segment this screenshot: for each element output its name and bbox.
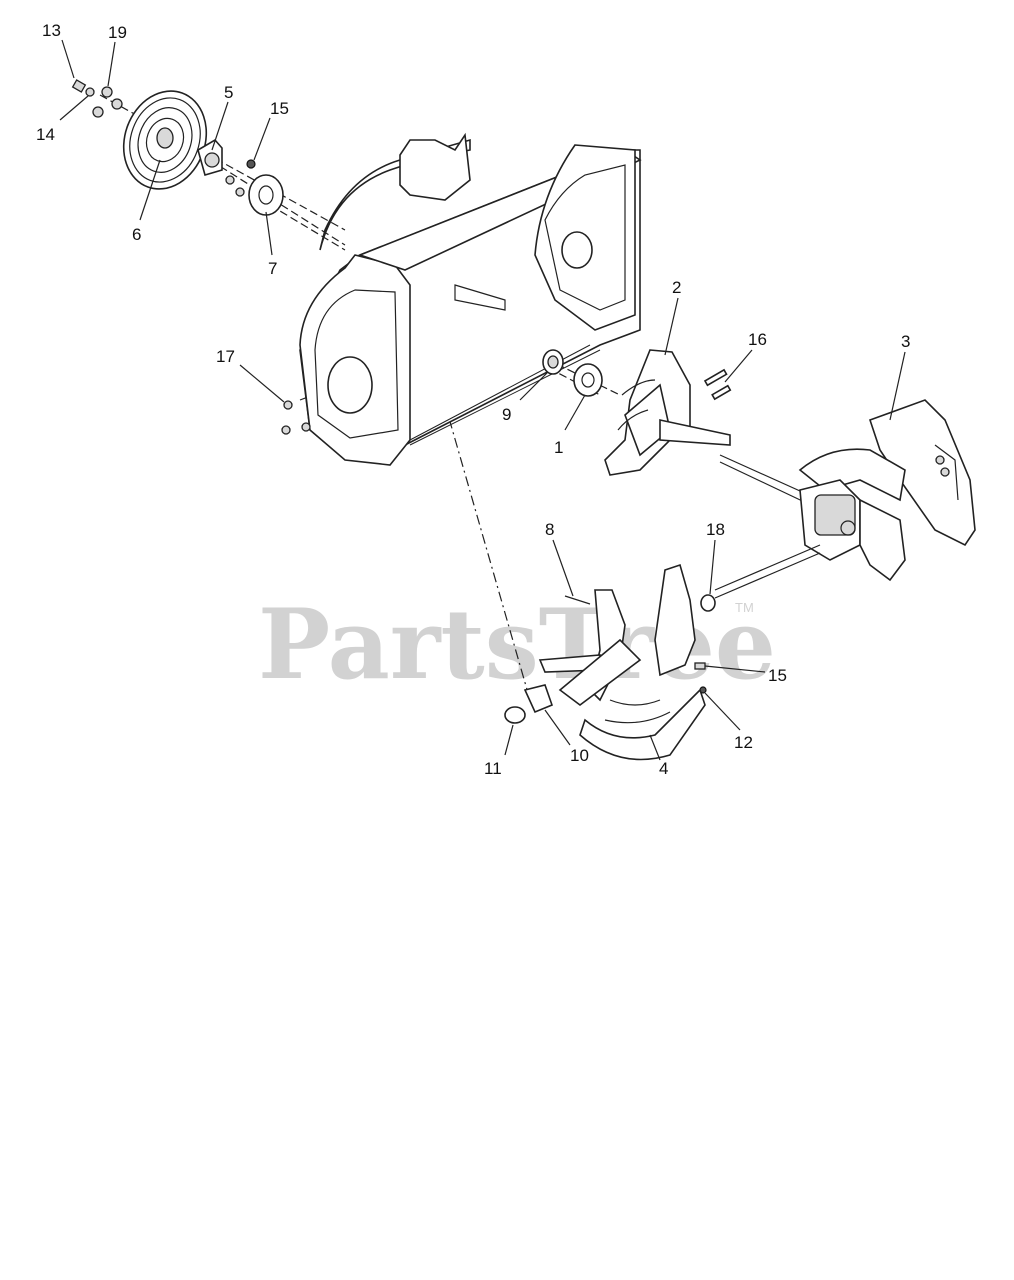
part-callouts: 13 19 14 5 15 6 7 17 9 1 2 16 3 8 18 15 … [36,21,910,778]
hardware-parts [71,79,732,724]
callout-14: 14 [36,125,55,144]
callout-17: 17 [216,347,235,366]
auger-housing [299,132,642,466]
callout-7: 7 [268,259,277,278]
callout-4: 4 [659,759,668,778]
callout-16: 16 [748,330,767,349]
callout-3: 3 [901,332,910,351]
callout-12: 12 [734,733,753,752]
callout-19: 19 [108,23,127,42]
callout-6: 6 [132,225,141,244]
leader-lines [59,39,906,761]
auger-flight-right [714,399,976,599]
callout-13: 13 [42,21,61,40]
watermark-brand: PartsTree [258,588,776,701]
callout-2: 2 [672,278,681,297]
auger-flight-lower [538,563,706,761]
callout-9: 9 [502,405,511,424]
watermark-trademark: TM [735,600,754,615]
auger-flight-upper [604,349,731,476]
callout-1: 1 [554,438,563,457]
callout-8: 8 [545,520,554,539]
pulley [122,90,208,190]
callout-15-top: 15 [270,99,289,118]
partstree-watermark: PartsTree TM [258,588,776,701]
callout-5: 5 [224,83,233,102]
callout-15-lower: 15 [768,666,787,685]
callout-11: 11 [484,759,502,778]
callout-18: 18 [706,520,725,539]
callout-10: 10 [570,746,589,765]
